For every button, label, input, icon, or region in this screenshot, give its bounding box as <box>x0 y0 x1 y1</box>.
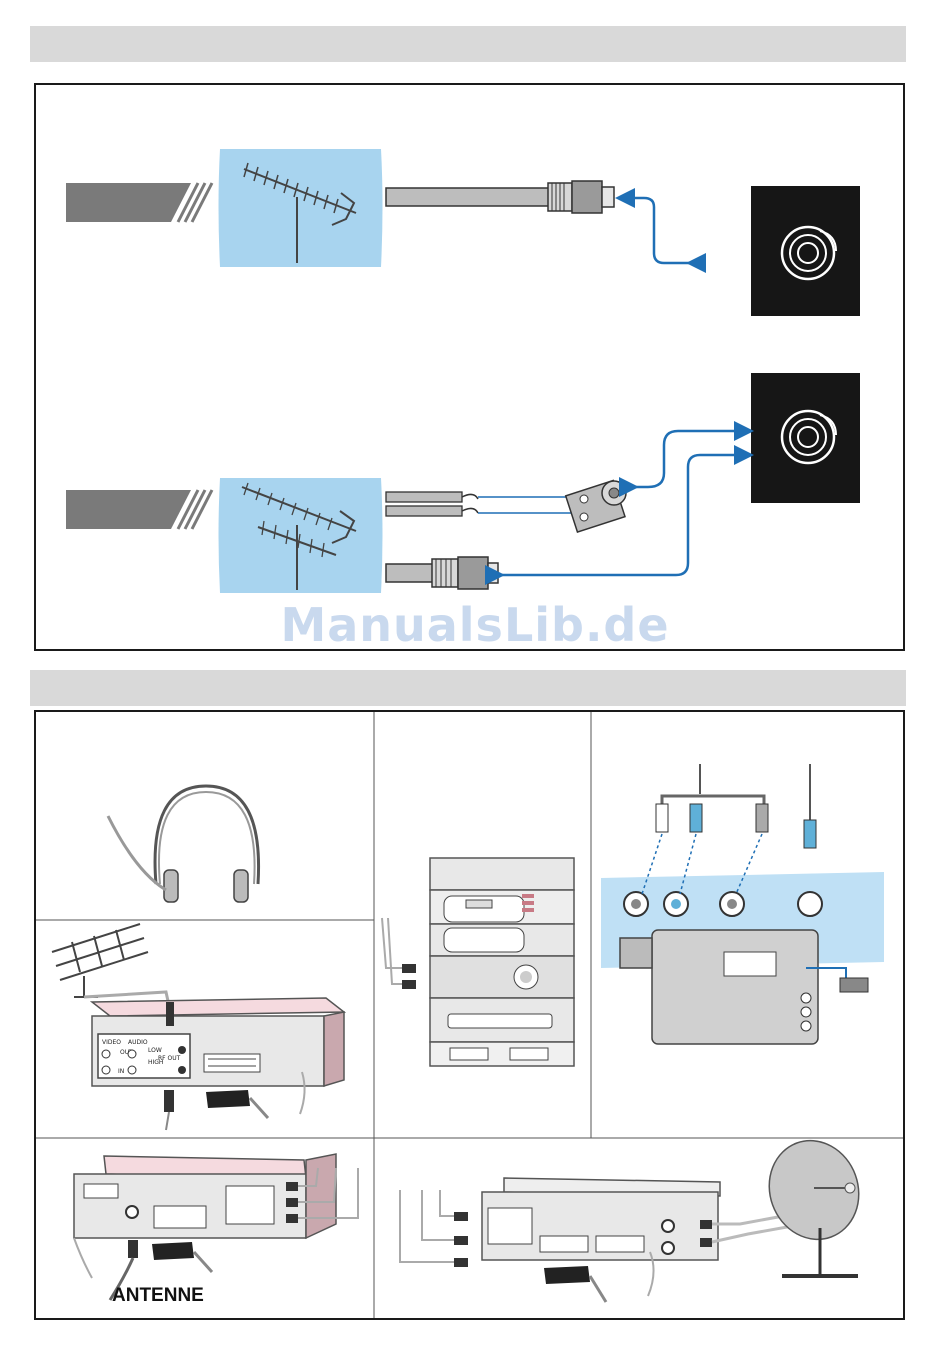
hifi-stereo-illustration <box>382 858 574 1066</box>
antenna-socket-upper <box>751 186 860 316</box>
headphones-illustration <box>108 786 259 902</box>
coax-cable-upper <box>386 181 614 213</box>
connection-arrow-upper <box>620 198 691 263</box>
antenna-socket-lower <box>751 373 860 503</box>
antenne-label: ANTENNE <box>112 1285 204 1307</box>
balun-adapter <box>566 480 626 532</box>
section-header-antenna <box>30 26 906 62</box>
twin-lead-cable <box>386 492 581 516</box>
vcr-audio-label: AUDIO <box>128 1039 148 1046</box>
device-diagram-grid: VIDEO AUDIO OUT IN LOW HIGH RF OUT <box>36 712 903 1318</box>
section-header-connections <box>30 670 906 706</box>
cable-type-label-lower <box>66 490 212 529</box>
camcorder-illustration <box>601 764 884 1044</box>
vcr-rf-out-label: RF OUT <box>158 1055 181 1062</box>
cable-type-label-upper <box>66 183 212 222</box>
coax-cable-lower <box>386 557 498 589</box>
vcr-in-label: IN <box>118 1068 124 1075</box>
vcr-low-label: LOW <box>148 1047 162 1054</box>
antenna-diagram <box>36 85 903 649</box>
vcr-with-antenna-illustration: VIDEO AUDIO OUT IN LOW HIGH RF OUT <box>52 924 344 1130</box>
vcr-video-label: VIDEO <box>102 1039 121 1046</box>
video-source-illustration <box>74 1128 872 1302</box>
antenna-icon-lower <box>219 478 383 593</box>
antenna-icon-upper <box>219 149 383 267</box>
device-connection-panel: VIDEO AUDIO OUT IN LOW HIGH RF OUT <box>34 710 905 1320</box>
antenna-connection-panel <box>34 83 905 651</box>
watermark: ManualsLib.de <box>0 598 950 652</box>
